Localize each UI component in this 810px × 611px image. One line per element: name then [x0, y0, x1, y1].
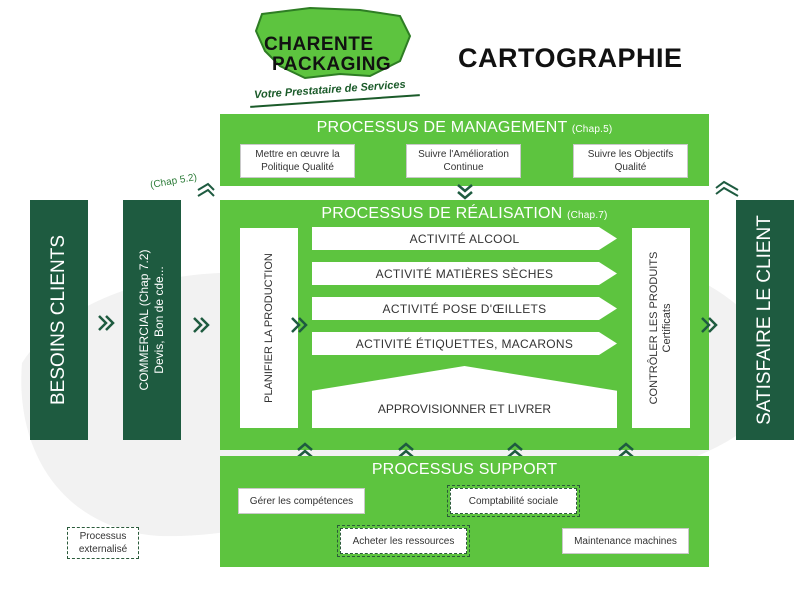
double-chevron-right-icon [290, 315, 310, 340]
appro-label: APPROVISIONNER ET LIVRER [377, 402, 552, 416]
certificats-label: Certificats [661, 303, 673, 353]
support-item-comptabilite: Comptabilité sociale [447, 485, 580, 517]
commercial-line2: Devis, Bon de cde... [152, 266, 166, 374]
support-section: PROCESSUS SUPPORT Gérer les compétences … [220, 456, 709, 567]
realisation-section: PROCESSUS DE RÉALISATION (Chap.7) PLANIF… [220, 200, 709, 450]
support-item-maintenance: Maintenance machines [562, 528, 689, 554]
controler-box: CONTRÔLER LES PRODUITS Certificats [632, 228, 690, 428]
support-title: PROCESSUS SUPPORT [371, 461, 558, 478]
realisation-chap: (Chap.7) [567, 210, 608, 221]
activity-alcool: ACTIVITÉ ALCOOL [312, 227, 617, 250]
logo-text-charente: CHARENTE [264, 34, 374, 55]
planifier-label: PLANIFIER LA PRODUCTION [263, 253, 275, 403]
activity-etiquettes: ACTIVITÉ ÉTIQUETTES, MACARONS [312, 332, 617, 355]
activity-matieres-seches: ACTIVITÉ MATIÈRES SÈCHES [312, 262, 617, 285]
double-chevron-up-icon [396, 442, 416, 465]
double-chevron-up-icon [505, 442, 525, 465]
double-chevron-right-icon [700, 315, 720, 340]
support-item-competences: Gérer les compétences [238, 488, 365, 514]
double-chevron-up-right-icon [194, 182, 216, 207]
commercial-box: COMMERCIAL (Chap 7.2) Devis, Bon de cde.… [123, 200, 181, 440]
double-chevron-up-icon [616, 442, 636, 465]
management-section: PROCESSUS DE MANAGEMENT (Chap.5) Mettre … [220, 114, 709, 186]
double-chevron-up-icon [295, 442, 315, 465]
activity-pose-oeillets: ACTIVITÉ POSE D'ŒILLETS [312, 297, 617, 320]
commercial-line1: COMMERCIAL (Chap 7.2) [137, 249, 151, 391]
realisation-title: PROCESSUS DE RÉALISATION [321, 205, 563, 222]
satisfaire-client-label: SATISFAIRE LE CLIENT [754, 215, 775, 425]
appro-shape [312, 366, 617, 428]
besoins-clients-box: BESOINS CLIENTS [30, 200, 88, 440]
double-chevron-right-icon [97, 313, 117, 338]
besoins-clients-label: BESOINS CLIENTS [48, 235, 69, 405]
double-chevron-up-left-icon [714, 180, 740, 207]
company-logo: CHARENTE PACKAGING Votre Prestataire de … [250, 6, 425, 108]
management-title: PROCESSUS DE MANAGEMENT [316, 119, 568, 136]
support-item-acheter: Acheter les ressources [337, 525, 470, 557]
page-title: CARTOGRAPHIE [458, 43, 683, 73]
double-chevron-right-icon [192, 315, 212, 340]
controler-label: CONTRÔLER LES PRODUITS [648, 251, 660, 405]
planifier-box: PLANIFIER LA PRODUCTION [240, 228, 298, 428]
management-chap: (Chap.5) [571, 124, 613, 135]
satisfaire-client-box: SATISFAIRE LE CLIENT [736, 200, 794, 440]
logo-text-packaging: PACKAGING [272, 54, 392, 75]
chap52-label: (Chap 5.2) [149, 171, 198, 192]
double-chevron-down-icon [455, 182, 475, 207]
